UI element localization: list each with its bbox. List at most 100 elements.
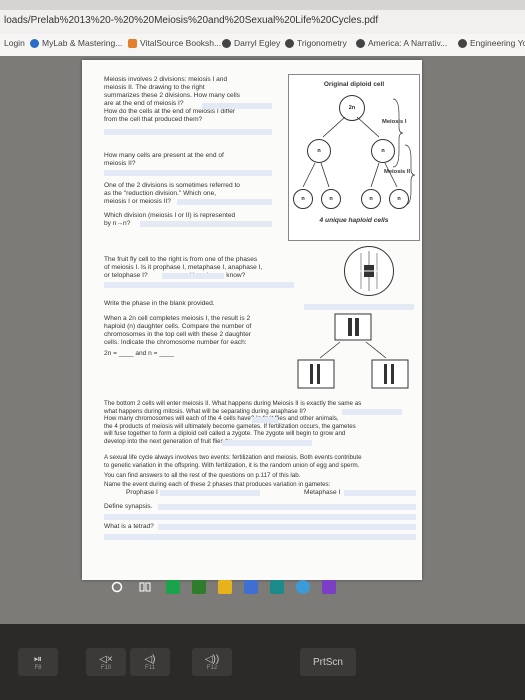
key-volume-up[interactable]: ◁))F12	[192, 648, 232, 676]
prophase-label: Prophase I	[126, 489, 158, 496]
answer-field[interactable]	[104, 129, 272, 135]
bookmark-label: VitalSource Booksh...	[140, 38, 222, 48]
write-phase-instruction: Write the phase in the blank provided.	[104, 300, 215, 307]
answer-field[interactable]	[202, 103, 272, 109]
pdf-page: Meiosis involves 2 divisions: meiosis I …	[82, 60, 422, 580]
tetrad-answer-field-2[interactable]	[104, 534, 416, 540]
text-line: meiosis II. The drawing to the right	[104, 84, 205, 91]
text-line: chromosomes in the top cell with these 2…	[104, 331, 251, 338]
answer-field[interactable]	[342, 409, 402, 415]
text-line: cells. Indicate the chromosome number fo…	[104, 339, 247, 346]
reduction-question: One of the 2 divisions is sometimes refe…	[104, 182, 284, 206]
app-icon[interactable]	[322, 580, 336, 594]
text-line: The bottom 2 cells will enter meiosis II…	[104, 400, 362, 407]
key-label: PrtScn	[312, 656, 343, 668]
globe-icon	[356, 38, 365, 48]
cells-question: How many cells are present at the end of…	[104, 152, 284, 168]
text-line: to genetic variation in the offspring. W…	[104, 461, 360, 469]
answer-field[interactable]	[222, 440, 312, 446]
file-explorer-icon[interactable]	[218, 580, 232, 594]
represented-question: Which division (meiosis I or II) is repr…	[104, 212, 284, 228]
bookmark-trigonometry[interactable]: Trigonometry	[285, 38, 347, 48]
bookmark-america-narrative[interactable]: America: A Narrativ...	[356, 38, 447, 48]
text-line: Meiosis involves 2 divisions: meiosis I …	[104, 76, 228, 83]
text-line: from the cell that produced them?	[104, 116, 203, 123]
text-line: meiosis II?	[104, 160, 136, 167]
bookmark-mylab[interactable]: MyLab & Mastering...	[30, 38, 122, 48]
bookmark-label: Login	[4, 38, 25, 48]
bookmark-login[interactable]: Login	[4, 38, 25, 48]
text-line: by n→n?	[104, 220, 131, 227]
key-label: ⏯	[34, 653, 42, 665]
bookmark-darryl-egley[interactable]: Darryl Egley	[222, 38, 280, 48]
synapsis-answer-field-2[interactable]	[104, 514, 416, 520]
bookmarks-bar: Login MyLab & Mastering... VitalSource B…	[0, 34, 525, 57]
diploid-cell: 2n	[339, 95, 365, 121]
gamete-cell: n	[321, 189, 341, 209]
answer-field[interactable]	[140, 221, 272, 227]
text-line: are at the end of meiosis I?	[104, 100, 184, 107]
key-sub-label: F8	[34, 664, 42, 671]
text-line: One of the 2 divisions is sometimes refe…	[104, 182, 240, 189]
laptop-keyboard	[0, 624, 525, 700]
metaphase-answer-field[interactable]	[344, 490, 416, 496]
define-synapsis-label: Define synapsis.	[104, 503, 153, 510]
mylab-icon	[30, 38, 39, 48]
fruit-fly-cell-image	[344, 246, 394, 296]
haploid-question: When a 2n cell completes meiosis I, the …	[104, 315, 294, 358]
url-text[interactable]: loads/Prelab%2013%20-%20%20Meiosis%20and…	[4, 15, 379, 26]
diagram-title: Original diploid cell	[323, 81, 385, 88]
daughter-cells-drawing	[297, 313, 409, 389]
phase-answer-field[interactable]	[304, 304, 414, 310]
answer-field[interactable]	[104, 282, 294, 288]
spotify-icon[interactable]	[166, 580, 180, 594]
text-line: or telophase I?	[104, 272, 148, 279]
tetrad-answer-field[interactable]	[158, 524, 416, 530]
answer-field[interactable]	[177, 199, 272, 205]
text-line: How many chromosomes will each of the 4 …	[104, 415, 339, 423]
bookmark-label: America: A Narrativ...	[368, 38, 448, 48]
bookmark-engineering[interactable]: Engineering Yo	[458, 38, 525, 48]
text-line: the 4 products of meiosis will ultimatel…	[104, 422, 356, 430]
key-sub-label: F12	[206, 664, 218, 671]
gamete-cell: n	[389, 189, 409, 209]
text-line: Name the event during each of these 2 ph…	[104, 481, 331, 489]
answer-field[interactable]	[252, 417, 278, 423]
diagram-caption: 4 unique haploid cells	[319, 217, 389, 224]
text-line: summarizes these 2 divisions. How many c…	[104, 92, 240, 99]
text-line: A sexual life cycle always involves two …	[104, 454, 362, 461]
task-view-icon	[139, 582, 151, 592]
globe-icon	[285, 38, 294, 48]
meiosis-2-label: Meiosis II	[384, 169, 411, 175]
answer-field[interactable]	[104, 170, 272, 176]
text-line: Which division (meiosis I or II) is repr…	[104, 212, 236, 219]
haploid-cell: n	[307, 139, 331, 163]
chrome-icon[interactable]	[296, 580, 310, 594]
text-line: as the "reduction division." Which one,	[104, 190, 217, 197]
answer-field[interactable]	[162, 273, 224, 279]
vitalsource-icon	[128, 38, 137, 48]
bookmark-label: MyLab & Mastering...	[42, 38, 123, 48]
meiosis-diagram: Original diploid cell 2n n n n n n n 4 u…	[288, 74, 420, 241]
address-bar[interactable]: loads/Prelab%2013%20-%20%20Meiosis%20and…	[0, 10, 525, 35]
key-volume-down[interactable]: ◁)F11	[130, 648, 170, 676]
synapsis-answer-field[interactable]	[158, 504, 416, 510]
prophase-answer-field[interactable]	[160, 490, 260, 496]
key-label: ◁)	[144, 653, 156, 665]
minecraft-icon[interactable]	[192, 580, 206, 594]
text-line: will fuse together to form a diploid cel…	[104, 430, 346, 438]
text-line: When a 2n cell completes meiosis I, the …	[104, 315, 251, 322]
store-icon[interactable]	[270, 580, 284, 594]
key-sub-label: F11	[145, 664, 155, 671]
start-button[interactable]	[110, 580, 124, 594]
word-icon[interactable]	[244, 580, 258, 594]
key-play-pause[interactable]: ⏯F8	[18, 648, 58, 676]
task-view-button[interactable]	[138, 580, 152, 594]
what-tetrad-label: What is a tetrad?	[104, 523, 154, 530]
text-line: How do the cells at the end of meiosis I…	[104, 108, 236, 115]
key-mute[interactable]: ◁×F10	[86, 648, 126, 676]
bookmark-vitalsource[interactable]: VitalSource Booksh...	[128, 38, 221, 48]
key-print-screen[interactable]: PrtScn	[300, 648, 356, 676]
gamete-cell: n	[361, 189, 381, 209]
key-sub-label: F10	[100, 664, 112, 671]
